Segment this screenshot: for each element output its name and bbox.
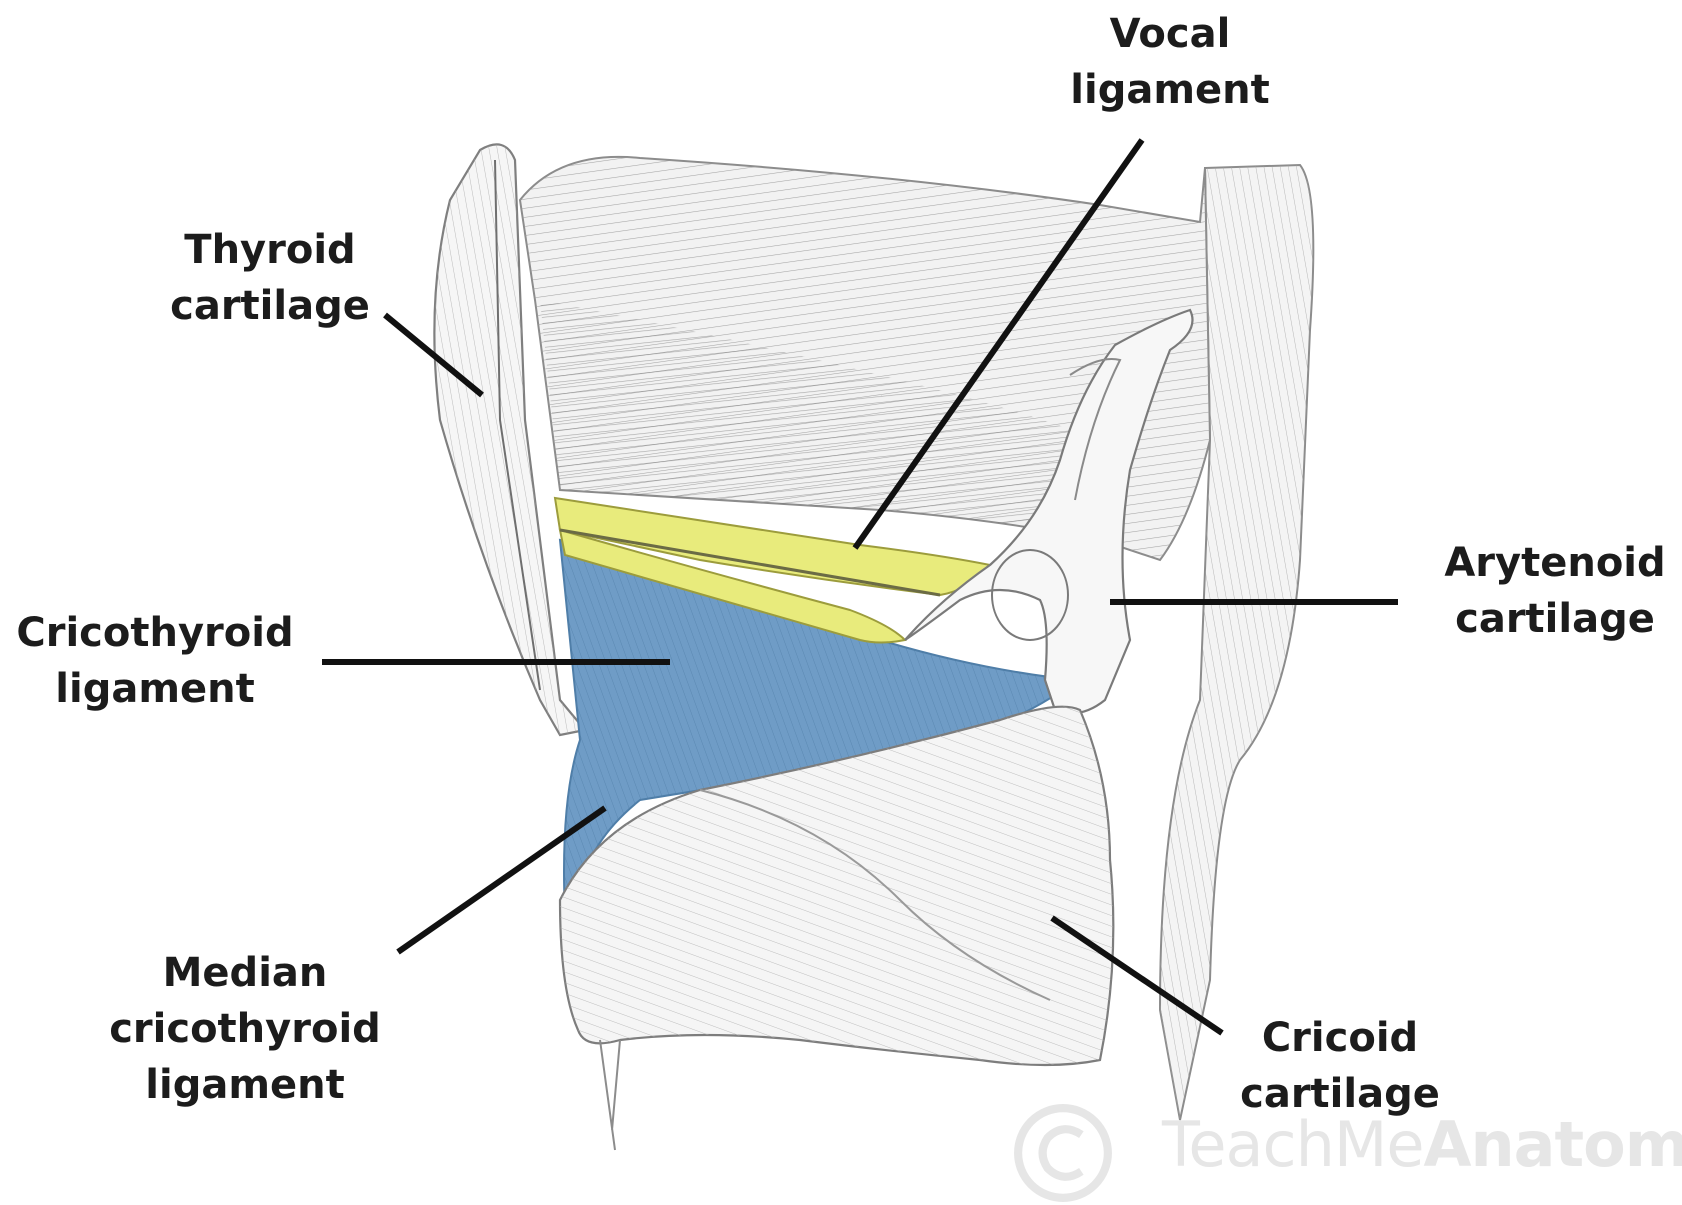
label-cricothyroid-ligament-line1: Cricothyroid (0, 605, 310, 661)
label-vocal-ligament-line1: Vocal (1040, 6, 1300, 62)
label-median-cricothyroid-ligament-line1: Median (90, 945, 400, 1001)
watermark-text-bold: Anatomy (1424, 1108, 1682, 1181)
label-thyroid-cartilage-line2: cartilage (140, 278, 400, 334)
label-vocal-ligament-line2: ligament (1040, 62, 1300, 118)
label-cricothyroid-ligament: Cricothyroid ligament (0, 605, 310, 717)
label-arytenoid-cartilage: Arytenoid cartilage (1435, 535, 1675, 647)
watermark-text-light: TeachMe (1162, 1108, 1424, 1181)
teachmeanatomy-watermark: TeachMeAnatomy (1012, 1100, 1682, 1200)
label-median-cricothyroid-ligament: Median cricothyroid ligament (90, 945, 400, 1113)
label-cricothyroid-ligament-line2: ligament (0, 661, 310, 717)
label-thyroid-cartilage: Thyroid cartilage (140, 222, 400, 334)
label-median-cricothyroid-ligament-line2: cricothyroid (90, 1001, 400, 1057)
watermark-text: TeachMeAnatomy (1162, 1108, 1682, 1181)
label-median-cricothyroid-ligament-line3: ligament (90, 1057, 400, 1113)
label-arytenoid-cartilage-line1: Arytenoid (1435, 535, 1675, 591)
label-arytenoid-cartilage-line2: cartilage (1435, 591, 1675, 647)
label-cricoid-cartilage-line1: Cricoid (1220, 1010, 1460, 1066)
label-vocal-ligament: Vocal ligament (1040, 6, 1300, 118)
watermark-logo-icon (1012, 1102, 1114, 1204)
label-thyroid-cartilage-line1: Thyroid (140, 222, 400, 278)
